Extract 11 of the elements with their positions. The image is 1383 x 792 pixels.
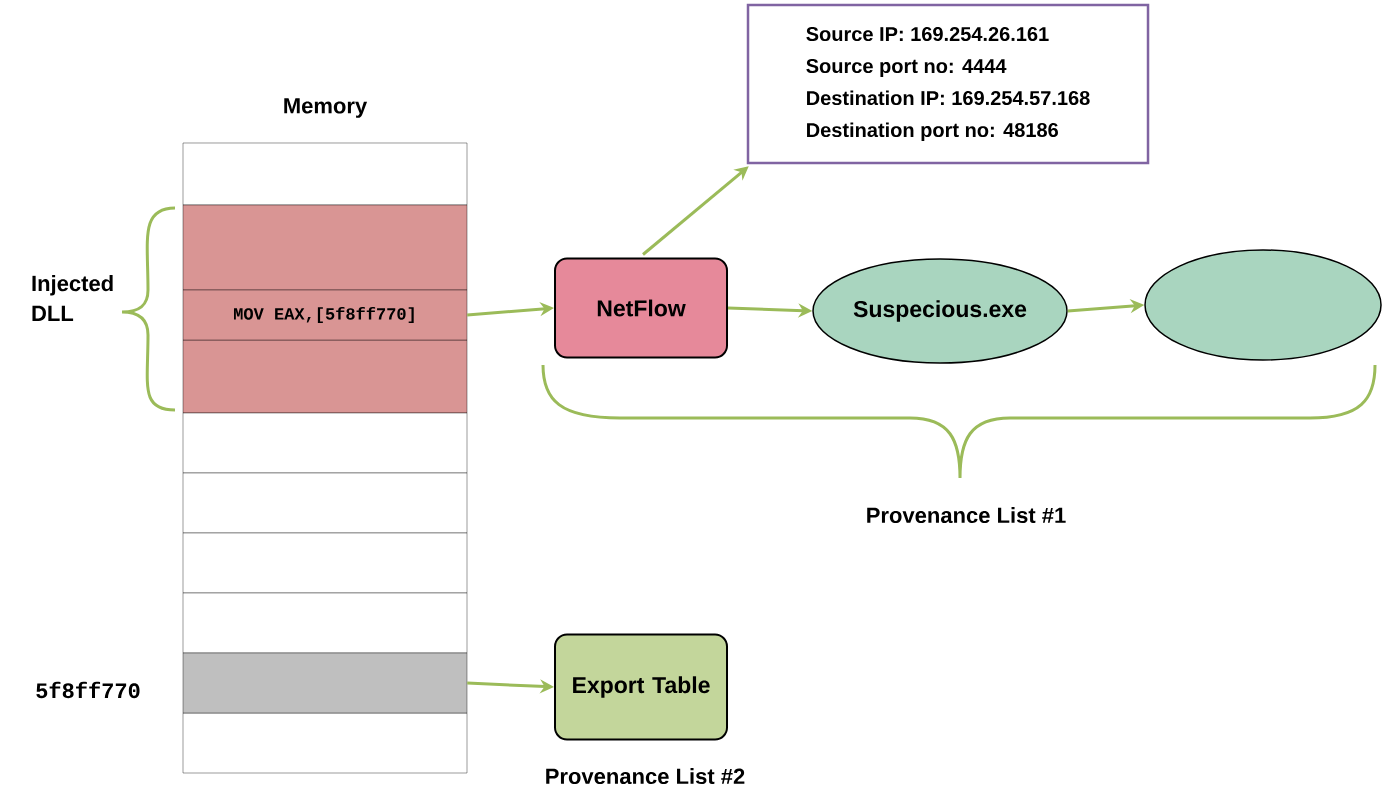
process-box: Export Table <box>554 633 728 741</box>
heading: Memory <box>284 98 368 118</box>
caption: Provenance List #2 <box>546 767 745 785</box>
caption: Provenance List #1 <box>867 506 1066 524</box>
address-label: 5f8ff770 <box>36 681 140 699</box>
process-ellipse <box>1144 249 1382 361</box>
process-box: NetFlow <box>554 257 728 359</box>
memory-cell: MOV EAX,[5f8ff770] <box>182 289 468 341</box>
label: Injected DLL <box>32 275 113 321</box>
memory-cell <box>182 652 468 714</box>
info-box: Source IP: 169.254.26.161 Source port no: 4444 Destination IP: 169.254.57.168 Destination port no: 48186 <box>746 3 1150 165</box>
